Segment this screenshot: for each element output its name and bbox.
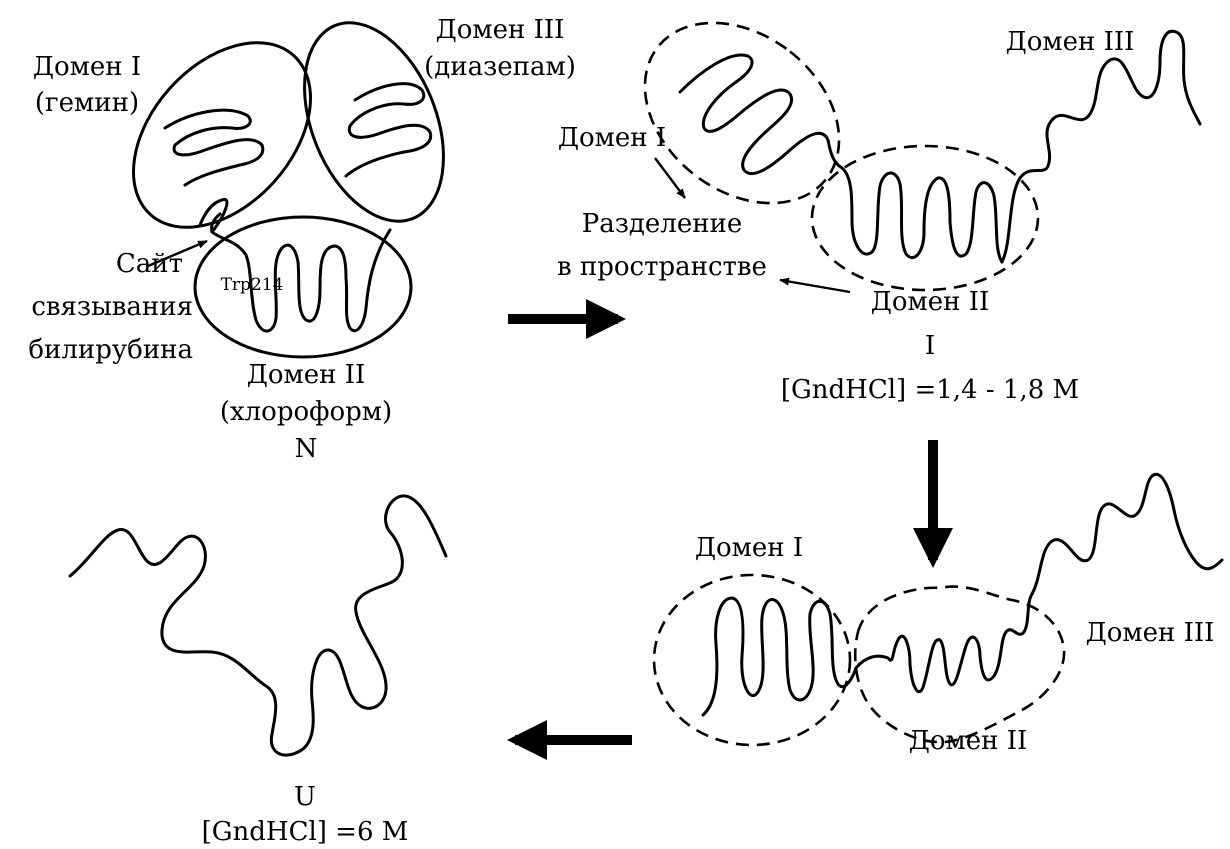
binding-site-label-line-1: Сайт (116, 249, 183, 279)
native-state-symbol: N (295, 434, 318, 464)
separation-pointer-2 (780, 280, 850, 292)
intermediate-domain-2-label: Домен II (871, 287, 990, 317)
loose-domain-1-label: Домен I (695, 533, 803, 563)
loose-domain-1-fold (703, 598, 856, 715)
intermediate-domain-3-chain (1002, 31, 1200, 262)
separation-label-line-2: в пространстве (557, 252, 767, 282)
native-domain-1-ligand: (гемин) (35, 88, 139, 118)
intermediate-domain-3-label: Домен III (1006, 27, 1135, 57)
domain-1-envelope (98, 9, 345, 262)
unfolded-chain (70, 496, 446, 755)
loose-domain-3-chain (1032, 474, 1222, 594)
unfolded-state-symbol: U (294, 782, 316, 812)
domain-1-fold (165, 110, 263, 185)
trp214-label: Trp214 (221, 275, 284, 295)
unfolded-concentration: [GndHCl] =6 M (202, 817, 409, 847)
intermediate-domain-2-fold (842, 168, 1002, 262)
loose-domain-2-label: Домен II (909, 726, 1028, 756)
separation-label-line-1: Разделение (582, 209, 743, 239)
native-domain-2-label: Домен II (247, 360, 366, 390)
domain-3-fold (346, 84, 431, 176)
loose-domain-2-chain (856, 594, 1032, 692)
intermediate-domain-1-fold (680, 55, 842, 174)
intermediate-domain-1-label: Домен I (558, 123, 666, 153)
native-domain-3-ligand: (диазепам) (424, 52, 576, 82)
intermediate-state-symbol: I (925, 331, 935, 361)
interdomain-link (200, 199, 227, 232)
binding-site-label-line-3: билирубина (28, 335, 193, 365)
separation-pointer-1 (655, 158, 685, 198)
native-domain-3-label: Домен III (436, 15, 565, 45)
loose-domain-3-label: Домен III (1086, 618, 1215, 648)
intermediate-domain-1-envelope (610, 0, 875, 240)
native-domain-1-label: Домен I (33, 52, 141, 82)
binding-site-label-line-2: связывания (31, 292, 193, 322)
native-domain-2-ligand: (хлороформ) (220, 397, 392, 427)
intermediate-concentration: [GndHCl] =1,4 - 1,8 M (781, 375, 1079, 405)
